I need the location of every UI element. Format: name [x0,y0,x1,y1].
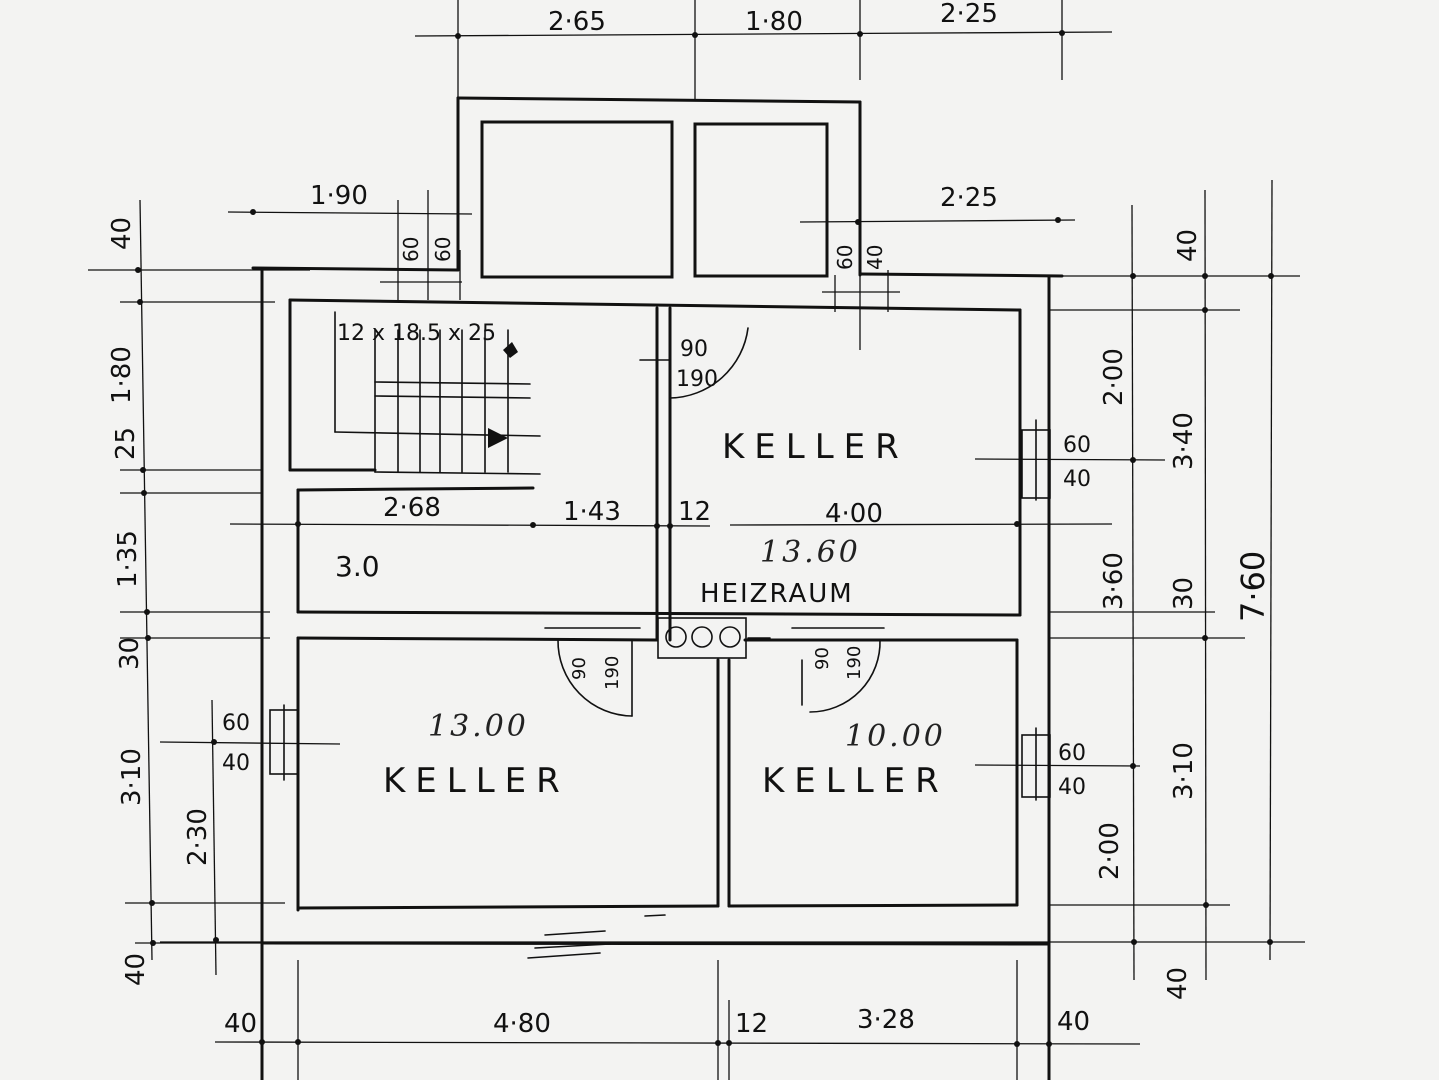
dim-left-3: 25 [111,427,141,460]
dim-door-top-w: 90 [680,337,708,362]
dim-stair-w1: 60 [399,237,423,262]
stairs-spec: 12 x 18.5 x 25 [337,321,496,346]
dim-door-left-w: 90 [569,657,590,680]
dim-hall-w: 2·68 [383,493,441,523]
doors [544,327,885,717]
dim-top-1: 2·65 [548,7,606,37]
dim-bottom-3: 12 [735,1009,768,1039]
dim-win-right-top-w: 60 [1063,433,1091,458]
dimension-labels: 2·65 1·80 2·25 1·90 2·25 60 60 60 40 90 … [107,0,1272,1039]
dim-door-top-h: 190 [676,367,718,392]
dim-keller-top-w: 4·00 [825,499,883,529]
room-area-keller-left: 13.00 [428,709,529,744]
dim-right-5: 30 [1169,577,1199,610]
dim-left-7: 2·30 [183,808,213,866]
dim-left-4: 1·35 [113,530,143,588]
dim-upper-left: 1·90 [310,181,368,211]
dimension-lines [88,0,1305,1080]
dim-left-2: 1·80 [107,346,137,404]
dim-top-2: 1·80 [745,7,803,37]
dim-hall-2: 12 [678,497,711,527]
dim-win-left-w: 60 [222,711,250,736]
dim-bottom-2: 4·80 [493,1009,551,1039]
heating-pipes [657,617,771,659]
dim-door-right-h: 190 [844,646,865,680]
dim-vent-w2: 40 [863,245,887,270]
dim-right-3: 3·40 [1169,412,1199,470]
dim-bottom-5: 40 [1057,1007,1090,1037]
dim-left-8: 40 [121,953,151,986]
dim-stair-w2: 60 [431,237,455,262]
dim-right-7: 3·10 [1169,742,1199,800]
room-label-heizraum: HEIZRAUM [700,579,854,609]
dim-win-right-bot-h: 40 [1058,775,1086,800]
windows [269,419,1051,801]
staircase [334,311,541,475]
dim-bottom-4: 3·28 [857,1005,915,1035]
room-label-keller-right: KELLER [762,761,949,801]
room-area-heizraum: 3.0 [335,550,380,583]
room-area-keller-top: 13.60 [760,535,861,570]
dim-vent-w1: 60 [833,245,857,270]
dim-door-left-h: 190 [602,656,623,690]
dim-left-1: 40 [107,217,137,250]
walls [251,96,1064,1080]
dim-right-8: 2·00 [1095,822,1125,880]
dim-hall-1: 1·43 [563,497,621,527]
dim-right-2: 2·00 [1099,348,1129,406]
dim-win-right-bot-w: 60 [1058,741,1086,766]
dim-win-right-top-h: 40 [1063,467,1091,492]
room-area-keller-right: 10.00 [845,719,946,754]
dim-right-1: 40 [1173,229,1203,262]
dim-upper-right: 2·25 [940,183,998,213]
room-labels: KELLER 13.60 HEIZRAUM 3.0 13.00 KELLER 1… [335,321,949,801]
dim-win-left-h: 40 [222,751,250,776]
pencil-hatching [527,914,666,959]
dim-right-6: 7·60 [1234,551,1272,622]
dim-right-4: 3·60 [1099,552,1129,610]
room-label-keller-top: KELLER [722,427,909,467]
dim-top-3: 2·25 [940,0,998,29]
dim-left-6: 3·10 [117,748,147,806]
dim-left-5: 30 [115,637,145,670]
dim-right-9: 40 [1163,967,1193,1000]
room-label-keller-left: KELLER [383,761,570,801]
dim-door-right-w: 90 [812,647,833,670]
dim-bottom-1: 40 [224,1009,257,1039]
